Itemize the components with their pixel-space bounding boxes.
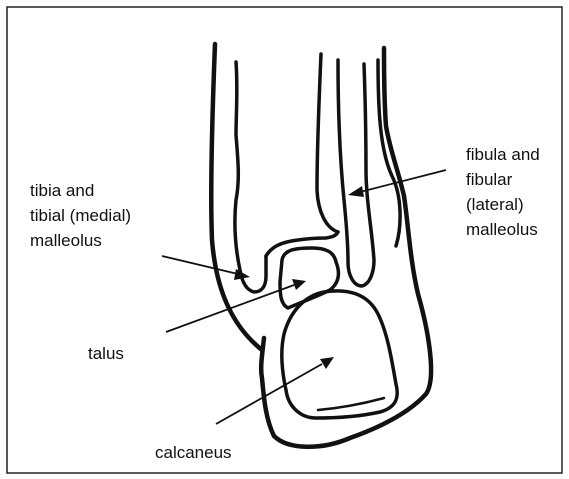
talus-pointer-line (166, 285, 294, 332)
fibula-label-line-3: (lateral) (466, 195, 524, 214)
tibia-label-line-2: tibial (medial) (30, 206, 131, 225)
fibula-pointer-arrowhead (348, 186, 364, 197)
tibia-label: tibia and tibial (medial) malleolus (30, 181, 136, 250)
fibula-outer-edge (378, 60, 400, 246)
talus-pointer-arrowhead (292, 279, 306, 290)
fibula-label-line-1: fibula and (466, 145, 540, 164)
tibia-label-line-3: malleolus (30, 231, 102, 250)
fibula-shaft-medial (317, 54, 338, 232)
calcaneus-pointer-arrowhead (320, 357, 334, 369)
talus-label: talus (88, 344, 124, 363)
tibia-shaft-inner (235, 62, 266, 292)
tibia-pointer-arrowhead (234, 269, 250, 280)
calcaneus-label: calcaneus (155, 443, 232, 462)
fibula-label-line-4: malleolus (466, 220, 538, 239)
tibia-pointer-line (162, 256, 238, 274)
tibia-label-line-1: tibia and (30, 181, 94, 200)
fibula-label-line-2: fibular (466, 170, 513, 189)
calcaneus-sole-detail (318, 398, 384, 410)
fibula-shaft-lateral (338, 60, 374, 286)
fibula-label: fibula and fibular (lateral) malleolus (466, 145, 544, 239)
